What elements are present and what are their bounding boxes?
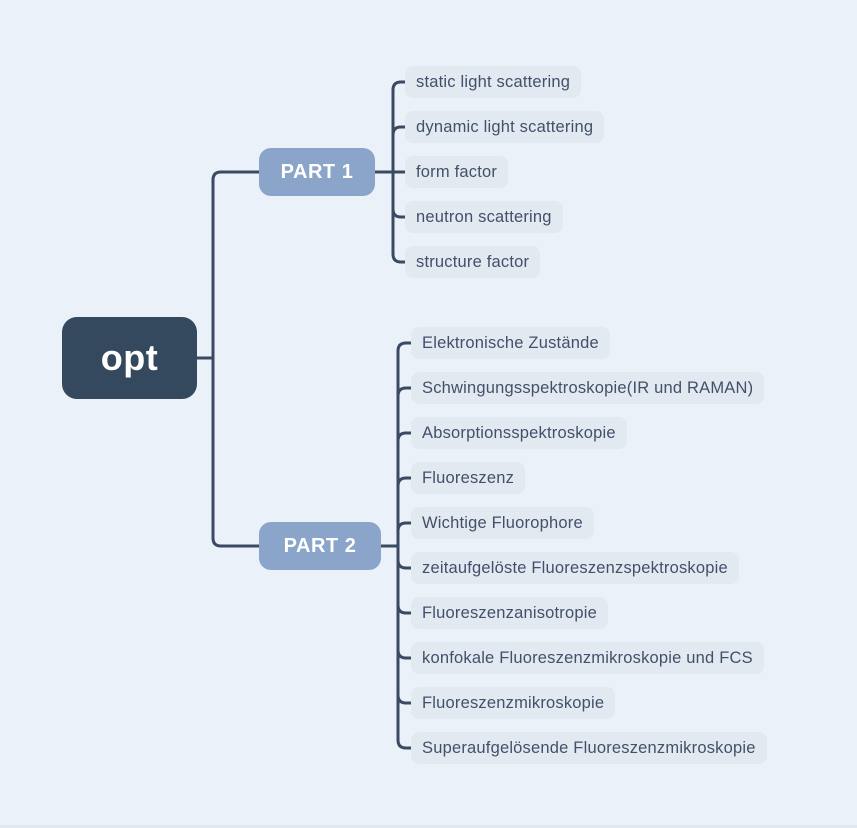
connector-part2-child10: [396, 544, 413, 750]
connector-trunk-part1: [211, 170, 261, 360]
connector-part2-child8: [396, 544, 413, 660]
leaf-node-absorptionsspektroskopie[interactable]: Absorptionsspektroskopie: [411, 417, 627, 449]
leaf-node-form-factor[interactable]: form factor: [405, 156, 509, 188]
leaf-node-structure-factor[interactable]: structure factor: [405, 246, 541, 278]
leaf-node-fluoreszenzanisotropie[interactable]: Fluoreszenzanisotropie: [411, 597, 608, 629]
connector-part1-child2: [391, 125, 407, 174]
connector-part2-child6: [396, 544, 413, 570]
connector-part1-child1: [391, 80, 407, 174]
connector-part2-child9: [396, 544, 413, 705]
leaf-node-fluoreszenz[interactable]: Fluoreszenz: [411, 462, 526, 494]
branch-node-part1[interactable]: PART 1: [259, 148, 375, 196]
leaf-node-elektronische-zustaende[interactable]: Elektronische Zustände: [411, 327, 610, 359]
leaf-node-fluoreszenzmikroskopie[interactable]: Fluoreszenzmikroskopie: [411, 687, 616, 719]
connector-part1-child5: [391, 170, 407, 264]
connector-part2-child3: [396, 431, 413, 548]
leaf-node-wichtige-fluorophore[interactable]: Wichtige Fluorophore: [411, 507, 594, 539]
bottom-edge-strip: [0, 825, 857, 828]
connector-part2-child7: [396, 544, 413, 615]
connector-part2-child5: [396, 521, 413, 548]
leaf-node-superaufgeloesende-fluoreszenzmikroskopie[interactable]: Superaufgelösende Fluoreszenzmikroskopie: [411, 732, 767, 764]
connector-part2-child2: [396, 386, 413, 548]
connector-part2-child1: [396, 341, 413, 548]
leaf-node-konfokale-fluoreszenzmikroskopie-und-fcs[interactable]: konfokale Fluoreszenzmikroskopie und FCS: [411, 642, 764, 674]
leaf-node-schwingungsspektroskopie[interactable]: Schwingungsspektroskopie(IR und RAMAN): [411, 372, 765, 404]
connector-part1-child4: [391, 170, 407, 219]
leaf-node-dynamic-light-scattering[interactable]: dynamic light scattering: [405, 111, 605, 143]
leaf-node-static-light-scattering[interactable]: static light scattering: [405, 66, 582, 98]
connector-trunk-part2: [211, 356, 261, 548]
leaf-node-zeitaufgeloeste-fluoreszenzspektroskopie[interactable]: zeitaufgelöste Fluoreszenzspektroskopie: [411, 552, 739, 584]
leaf-node-neutron-scattering[interactable]: neutron scattering: [405, 201, 563, 233]
branch-node-part2[interactable]: PART 2: [259, 522, 381, 570]
connector-part2-child4: [396, 476, 413, 548]
root-node[interactable]: opt: [62, 317, 197, 399]
